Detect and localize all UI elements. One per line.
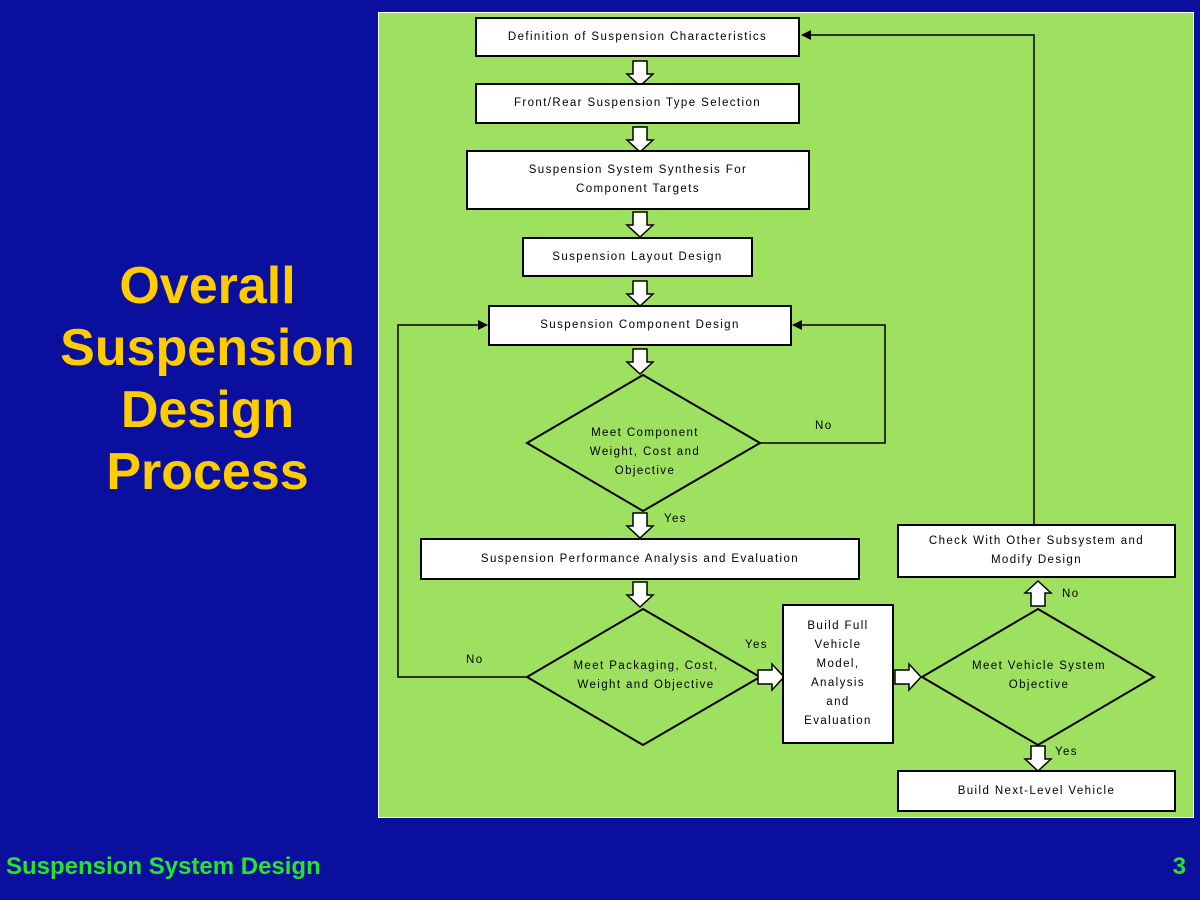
box-type-selection: Front/Rear Suspension Type Selection [475, 83, 800, 124]
label-yes-component: Yes [664, 513, 687, 525]
title-line: Design [120, 381, 295, 439]
slide-title: Overall Suspension Design Process [30, 255, 385, 503]
block-arrow-down [625, 126, 655, 154]
page-number: 3 [1172, 853, 1186, 880]
block-arrow-down [625, 581, 655, 609]
label-yes-vehicle: Yes [1055, 746, 1078, 758]
block-arrow-down [625, 512, 655, 540]
block-arrow-down [625, 348, 655, 376]
box-synthesis: Suspension System Synthesis For Componen… [466, 150, 810, 210]
label-no-packaging: No [466, 654, 484, 666]
loop-no-component [760, 320, 886, 444]
box-component-design: Suspension Component Design [488, 305, 792, 346]
decision-packaging-text: Meet Packaging, Cost, Weight and Objecti… [573, 660, 719, 691]
box-next-level: Build Next-Level Vehicle [897, 770, 1176, 812]
block-arrow-right [757, 662, 786, 692]
decision-vehicle-text: Meet Vehicle System Objective [972, 660, 1106, 691]
label-yes-packaging: Yes [745, 639, 768, 651]
block-arrow-down [625, 280, 655, 308]
footer-title: Suspension System Design [6, 853, 321, 880]
box-check-other: Check With Other Subsystem and Modify De… [897, 524, 1176, 578]
label-no-vehicle: No [1062, 588, 1080, 600]
block-arrow-right [894, 662, 923, 692]
loop-vehicle-to-definition [801, 30, 1035, 525]
loop-no-packaging [397, 320, 527, 678]
block-arrow-down [625, 60, 655, 88]
box-full-vehicle: Build Full Vehicle Model, Analysis and E… [782, 604, 894, 744]
title-line: Suspension [60, 319, 355, 377]
block-arrow-down [625, 211, 655, 239]
block-arrow-up [1023, 579, 1053, 607]
decision-diamond-vehicle [920, 607, 1156, 747]
block-arrow-down [1023, 745, 1053, 773]
decision-component-text: Meet Component Weight, Cost and Objectiv… [589, 427, 701, 477]
decision-diamond-component [525, 373, 762, 513]
label-no-component: No [815, 420, 833, 432]
decision-diamond-packaging [525, 607, 762, 747]
box-layout: Suspension Layout Design [522, 237, 753, 277]
box-definition: Definition of Suspension Characteristics [475, 17, 800, 57]
title-line: Overall [119, 257, 296, 315]
box-performance-analysis: Suspension Performance Analysis and Eval… [420, 538, 860, 580]
title-line: Process [106, 443, 309, 501]
